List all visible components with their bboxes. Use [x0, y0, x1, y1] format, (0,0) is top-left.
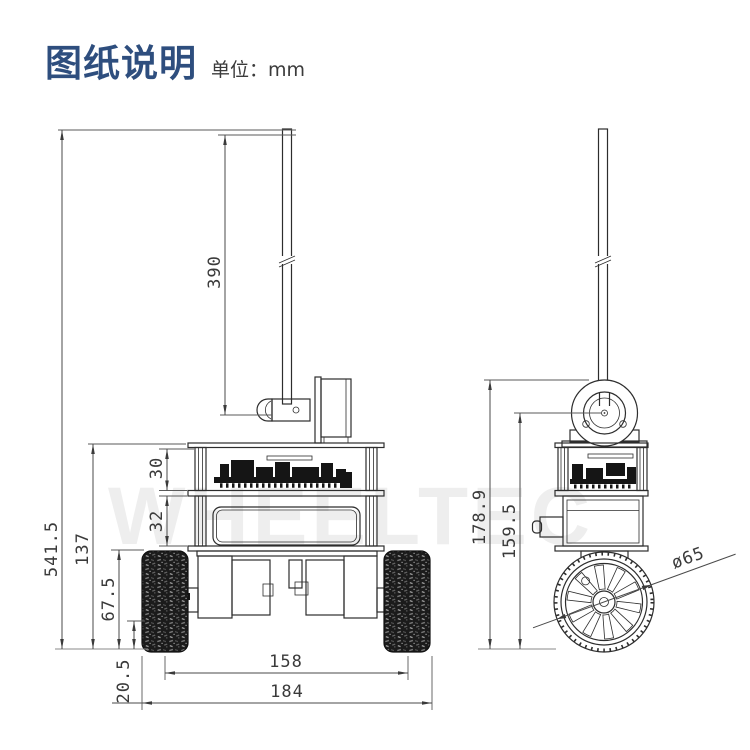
side-battery-box — [562, 495, 644, 547]
front-sub-plate — [196, 550, 378, 557]
dim-label-overall-width: 184 — [270, 682, 304, 702]
front-antenna-mast — [281, 128, 293, 405]
side-middle-plate — [554, 489, 649, 497]
side-posts — [557, 446, 648, 492]
dim-label-track-width: 158 — [269, 652, 303, 672]
side-bottom-plate — [554, 545, 649, 552]
front-mast-break-symbol — [278, 255, 296, 268]
dim-label-upper-deck: 30 — [147, 457, 167, 479]
front-dimensions: 541.5 390 137 67.5 20.5 30 32 158 184 — [42, 129, 433, 710]
side-top-plate — [554, 442, 649, 449]
dim-label-mast-height: 390 — [205, 255, 225, 289]
dim-label-ground-clearance: 20.5 — [114, 659, 134, 704]
front-middle-plate — [187, 489, 385, 497]
front-battery — [212, 506, 361, 546]
unit-label: 单位：mm — [211, 59, 306, 81]
front-top-plate — [187, 442, 385, 449]
front-left-wheel — [141, 550, 189, 653]
front-right-wheel — [383, 550, 431, 653]
tire-knurl — [554, 552, 654, 652]
dim-label-wheel-height: 67.5 — [99, 577, 119, 622]
header: 图纸说明 单位：mm — [45, 42, 306, 85]
dim-label-lower-deck: 32 — [147, 510, 167, 532]
dim-label-overall-height: 541.5 — [42, 521, 62, 577]
side-mast-hub — [561, 379, 648, 448]
front-drive-assembly — [179, 555, 396, 619]
side-charge-connector — [531, 516, 564, 538]
side-antenna-mast — [597, 128, 609, 403]
side-pcb — [570, 453, 636, 489]
front-antenna-clamp — [256, 398, 311, 422]
front-lower-posts — [194, 495, 378, 547]
front-mast-bracket — [314, 376, 352, 444]
side-view: ø65 — [531, 128, 736, 653]
dim-label-hub-center-height: 159.5 — [500, 503, 520, 559]
front-pcb — [214, 455, 352, 488]
side-dimensions: 178.9 159.5 — [470, 379, 601, 650]
front-view — [141, 128, 431, 653]
dim-label-wheel-diameter: ø65 — [669, 543, 708, 573]
front-bottom-plate — [187, 545, 385, 552]
dim-label-body-height: 137 — [73, 532, 93, 566]
dim-label-hub-top-height: 178.9 — [470, 489, 490, 545]
page-title: 图纸说明 — [45, 42, 197, 85]
side-mast-break-symbol — [594, 255, 612, 268]
